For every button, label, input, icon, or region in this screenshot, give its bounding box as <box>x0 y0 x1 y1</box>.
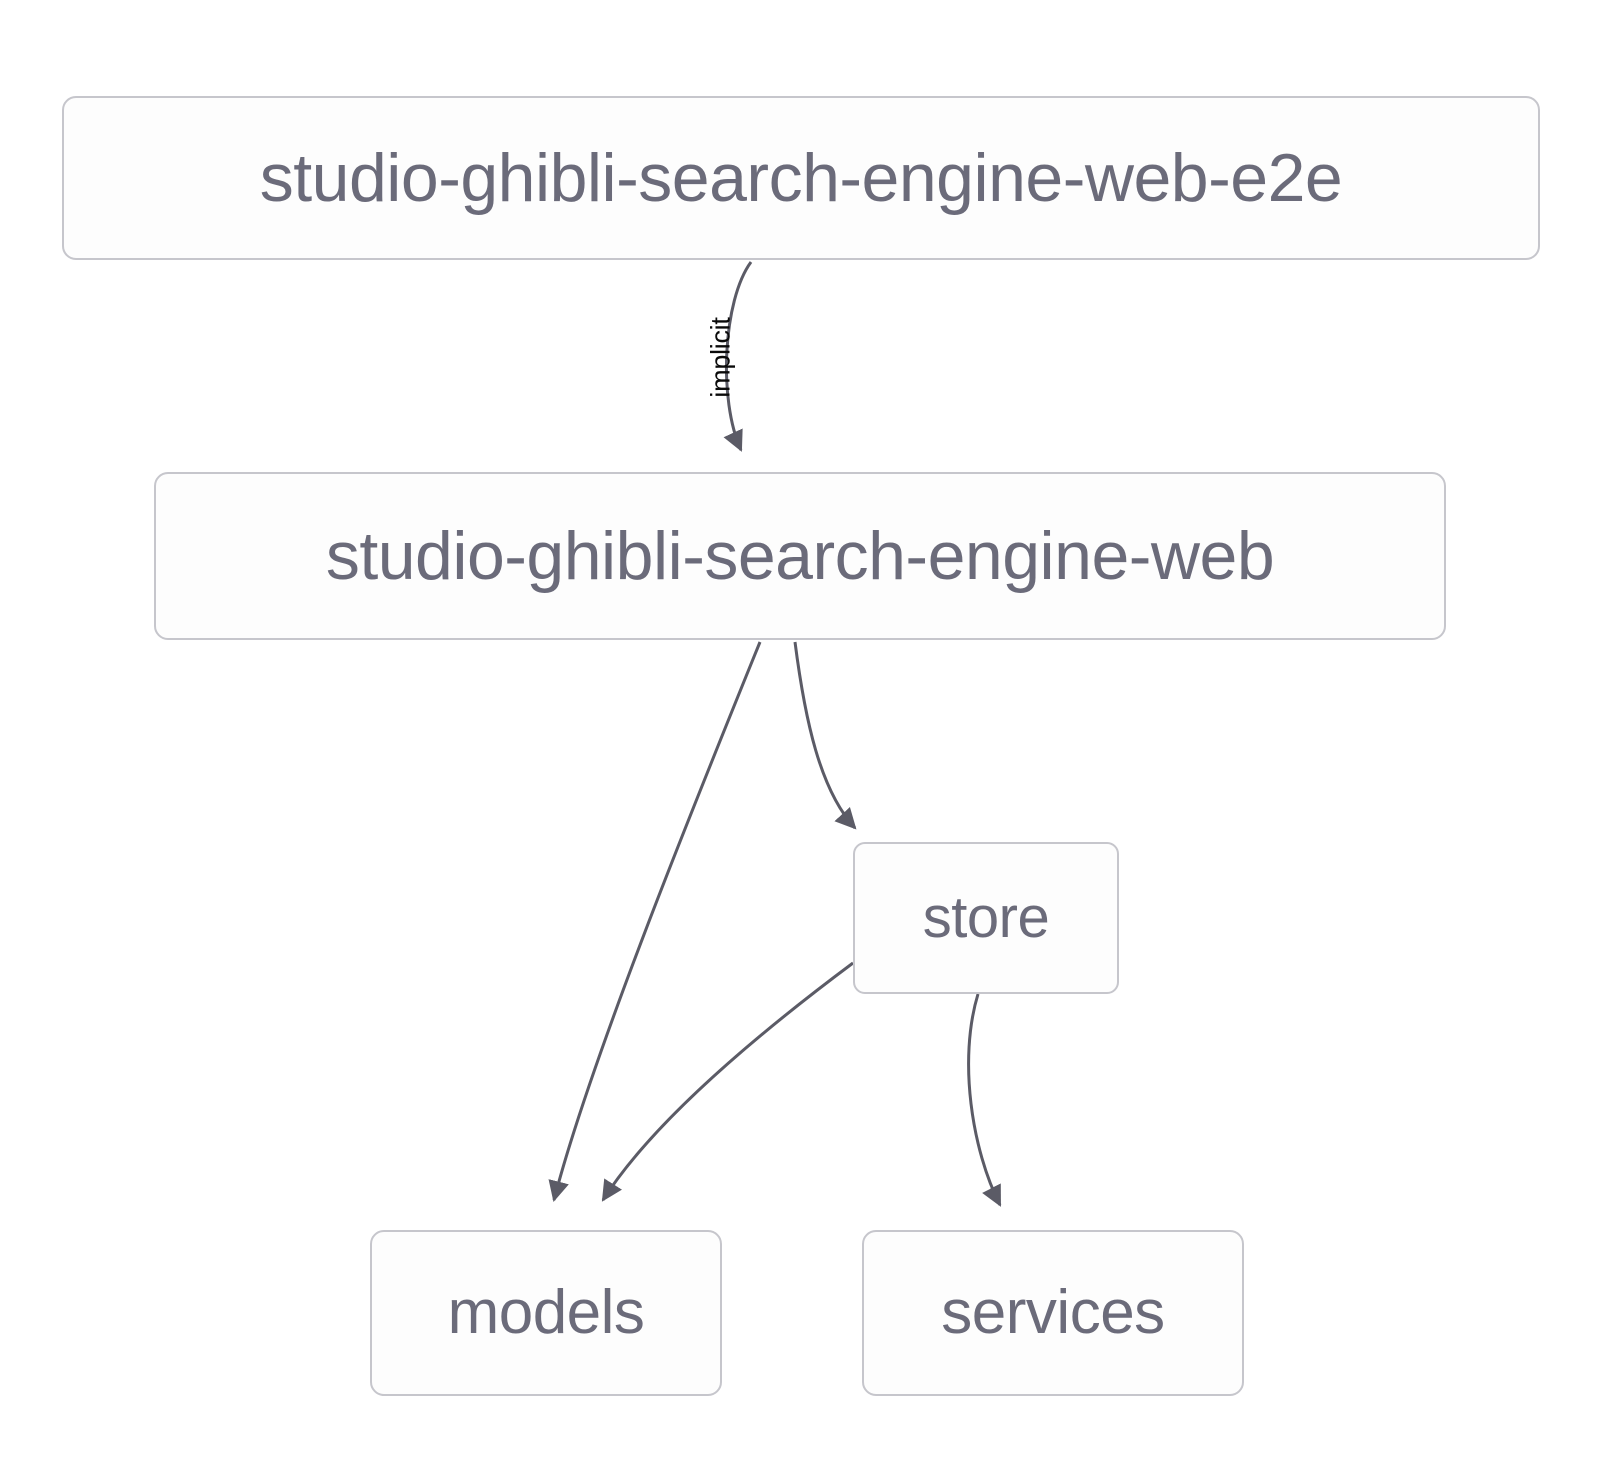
graph-node-services[interactable]: services <box>862 1230 1244 1396</box>
graph-node-models[interactable]: models <box>370 1230 722 1396</box>
edge-web-to-store <box>793 641 857 830</box>
node-label: studio-ghibli-search-engine-web <box>325 518 1275 594</box>
node-label: store <box>922 885 1050 950</box>
graph-node-studio-ghibli-search-engine-web-e2e[interactable]: studio-ghibli-search-engine-web-e2e <box>62 96 1540 260</box>
edge-store-to-services <box>967 993 1002 1207</box>
node-label: models <box>447 1278 645 1347</box>
node-label: services <box>941 1278 1165 1347</box>
edge-store-to-models <box>601 961 854 1202</box>
edge-web-to-models <box>548 641 762 1203</box>
node-label: studio-ghibli-search-engine-web-e2e <box>259 140 1343 216</box>
graph-node-store[interactable]: store <box>853 842 1119 994</box>
graph-node-studio-ghibli-search-engine-web[interactable]: studio-ghibli-search-engine-web <box>154 472 1446 640</box>
edge-label-implicit: implicit <box>705 317 736 398</box>
